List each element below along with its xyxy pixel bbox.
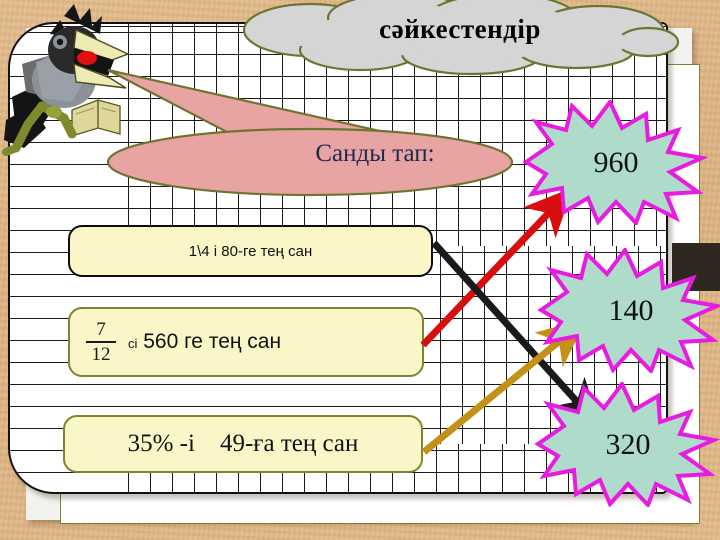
answer-140-text: 140 bbox=[608, 293, 654, 327]
question-2-text: 560 ге тең сан bbox=[143, 330, 282, 353]
answer-star-140[interactable]: 140 bbox=[533, 246, 720, 375]
answer-960-text: 960 bbox=[593, 145, 639, 179]
thought-cloud-callout: сәйкестендір bbox=[240, 0, 680, 76]
question-box-1[interactable]: 1\4 і 80-ге тең сан bbox=[68, 225, 433, 277]
question-2-prefix: сі bbox=[128, 336, 138, 351]
answer-star-960[interactable]: 960 bbox=[518, 98, 709, 227]
question-2-text-group: сі 560 ге тең сан bbox=[128, 330, 281, 354]
answer-star-320[interactable]: 320 bbox=[530, 380, 720, 509]
question-1-text: 1\4 і 80-ге тең сан bbox=[188, 242, 313, 260]
fraction-7-over-12: 7 12 bbox=[86, 318, 116, 365]
cloud-title-text: сәйкестендір bbox=[379, 14, 541, 44]
question-3-text: 35% -і 49-ға тең сан bbox=[127, 430, 359, 457]
answer-320-text: 320 bbox=[605, 427, 651, 461]
fraction-numerator: 7 bbox=[96, 318, 106, 340]
question-box-3[interactable]: 35% -і 49-ға тең сан bbox=[63, 415, 423, 473]
fraction-bar bbox=[86, 341, 116, 343]
question-box-2[interactable]: 7 12 сі 560 ге тең сан bbox=[68, 307, 424, 377]
speech-banner-callout: Санды тап: bbox=[100, 58, 520, 198]
crow-with-book-icon bbox=[2, 4, 130, 156]
fraction-denominator: 12 bbox=[91, 344, 111, 365]
banner-prompt-text: Санды тап: bbox=[315, 140, 435, 167]
